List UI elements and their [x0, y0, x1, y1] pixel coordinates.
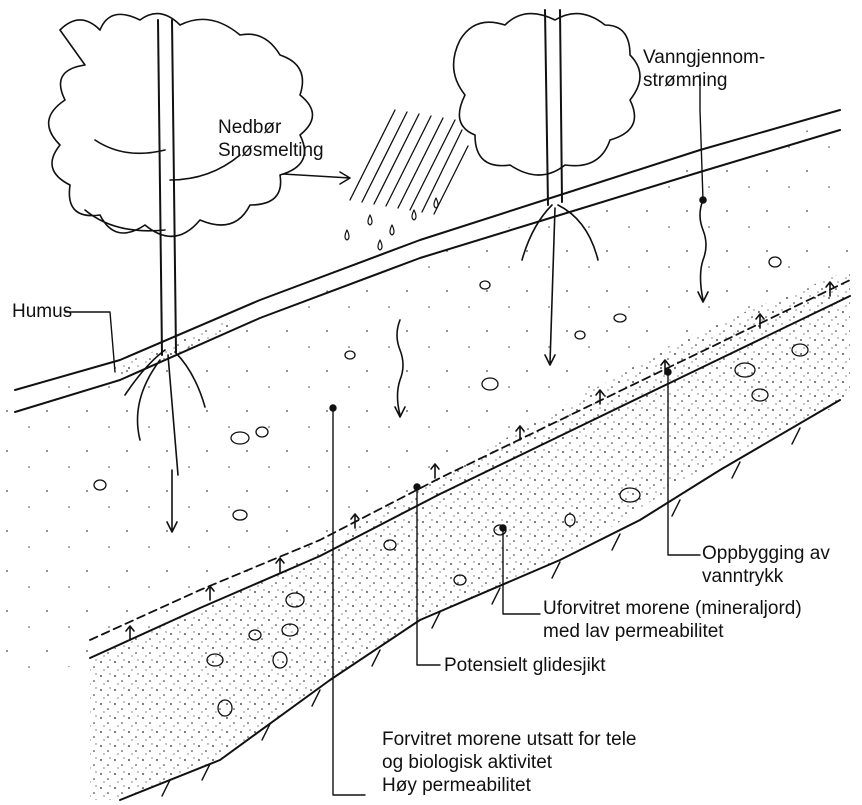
- water-flow-label-line1: Vanngjennom-: [643, 46, 765, 69]
- rain-streaks: [350, 110, 468, 214]
- humus-label: Humus: [12, 300, 72, 323]
- weathered-moraine-label-line2: og biologisk aktivitet: [382, 751, 637, 774]
- water-flow-label: Vanngjennom- strømning: [643, 46, 765, 92]
- unweathered-moraine-label: Uforvitret morene (mineraljord) med lav …: [543, 597, 802, 643]
- water-pressure-label-line2: vanntrykk: [702, 565, 830, 588]
- precipitation-label: Nedbør Snøsmelting: [218, 116, 324, 162]
- water-flow-label-line2: strømning: [643, 69, 765, 92]
- precipitation-label-line2: Snøsmelting: [218, 139, 324, 162]
- weathered-moraine-label-line3: Høy permeabilitet: [382, 774, 637, 797]
- slip-layer-label-line1: Potensielt glidesjikt: [444, 654, 606, 677]
- water-pressure-label-line1: Oppbygging av: [702, 542, 830, 565]
- slip-layer-label: Potensielt glidesjikt: [444, 654, 606, 677]
- unweathered-moraine-label-line1: Uforvitret morene (mineraljord): [543, 597, 802, 620]
- weathered-moraine-label-line1: Forvitret morene utsatt for tele: [382, 728, 637, 751]
- precipitation-label-line1: Nedbør: [218, 116, 324, 139]
- humus-label-line1: Humus: [12, 300, 72, 323]
- unweathered-moraine-label-line2: med lav permeabilitet: [543, 620, 802, 643]
- weathered-moraine-label: Forvitret morene utsatt for tele og biol…: [382, 728, 637, 797]
- rain-drops: [345, 198, 438, 250]
- water-pressure-label: Oppbygging av vanntrykk: [702, 542, 830, 588]
- precipitation-arrow: [283, 172, 350, 184]
